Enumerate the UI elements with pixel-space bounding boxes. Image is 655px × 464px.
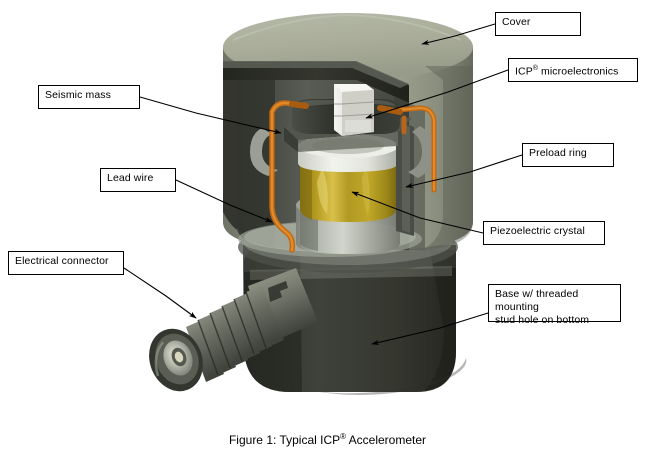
threaded-coax-connector (149, 268, 318, 392)
caption-suffix: Accelerometer (345, 433, 427, 447)
callout-preload-ring: Preload ring (522, 143, 614, 167)
drop-shadow (290, 358, 467, 395)
callout-label-text: ICP (515, 65, 533, 78)
ic-chip-module (334, 84, 375, 136)
callout-electrical-connector: Electrical connector (8, 251, 124, 275)
callout-cover: Cover (495, 12, 581, 36)
registered-icon: ® (532, 65, 539, 72)
figure-caption: Figure 1: Typical ICP® Accelerometer (0, 432, 655, 447)
caption-prefix: Figure 1: Typical ICP (228, 433, 341, 447)
leader-connector (123, 267, 197, 319)
callout-base: Base w/ threaded mounting stud hole on b… (488, 284, 621, 326)
leader-microelectronics (365, 69, 509, 119)
leader-piezo (351, 191, 484, 234)
callout-piezoelectric-crystal: Piezoelectric crystal (483, 221, 605, 245)
leader-base (371, 312, 489, 345)
registered-icon: ® (340, 432, 346, 441)
leader-lines (123, 23, 523, 345)
leader-seismic-mass (139, 96, 282, 134)
callout-icp-microelectronics: ICP® microelectronics (508, 58, 638, 82)
callout-seismic-mass: Seismic mass (38, 85, 140, 109)
leader-lead-wire (175, 179, 273, 223)
callout-label-suffix: microelectronics (538, 65, 619, 78)
preload-ring-sleeve (396, 120, 414, 236)
callout-lead-wire: Lead wire (100, 168, 176, 192)
leader-cover (421, 23, 496, 45)
leader-preload-ring (405, 154, 523, 188)
